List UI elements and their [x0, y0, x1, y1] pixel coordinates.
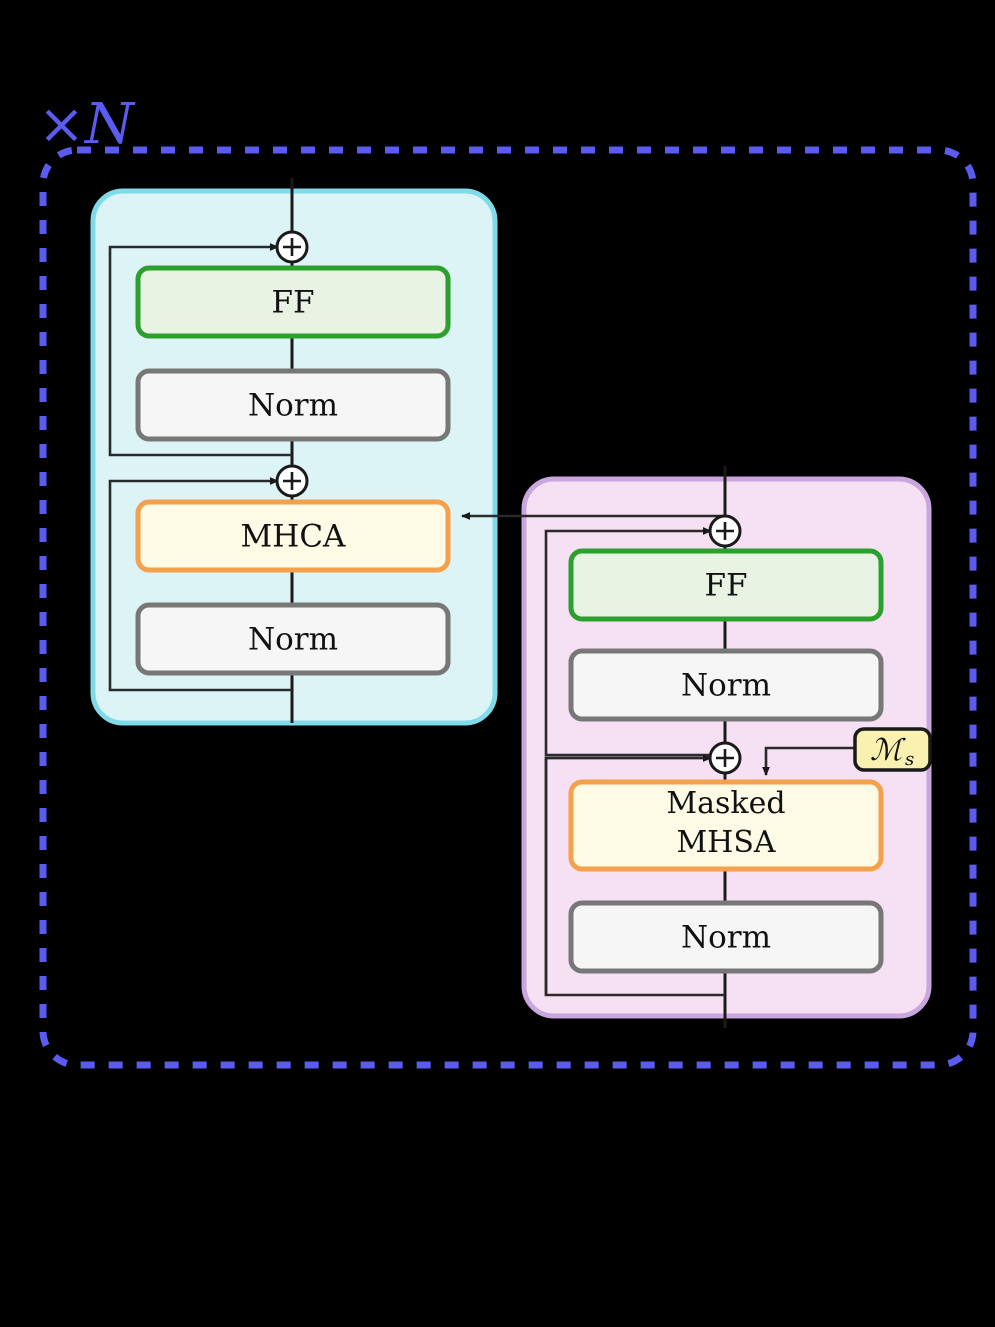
repeat-boundary — [39, 146, 977, 1069]
encoder-mhca-block[interactable] — [135, 499, 451, 573]
encoder-ff-label: FF — [271, 285, 314, 321]
encoder-norm2-block[interactable] — [135, 602, 451, 676]
repeat-count-label: ×N — [38, 92, 136, 157]
encoder-adder-top — [275, 230, 309, 264]
encoder-norm1-label: Norm — [248, 388, 338, 424]
decoder-residual-1 — [544, 527, 725, 757]
mask-badge-symbol: ℳ — [870, 733, 906, 768]
decoder-norm2-label: Norm — [681, 920, 771, 956]
mask-badge-box[interactable] — [853, 727, 932, 772]
mask-wire — [762, 746, 855, 776]
decoder-masked-mhsa-block[interactable] — [568, 779, 884, 872]
encoder-residual-1 — [108, 243, 292, 457]
decoder-residual-2b — [544, 754, 712, 995]
encoder-norm1-block[interactable] — [135, 368, 451, 442]
encoder-norm2-label: Norm — [248, 622, 338, 658]
encoder-residual-2 — [108, 477, 292, 692]
decoder-adder-bottom — [708, 741, 742, 775]
decoder-masked-mhsa-label-line2: MHSA — [676, 825, 775, 860]
decoder-ff-label: FF — [704, 568, 747, 604]
decoder-norm1-label: Norm — [681, 668, 771, 704]
decoder-norm1-block[interactable] — [568, 648, 884, 722]
encoder-mhca-label: MHCA — [241, 519, 346, 555]
encoder-adder-bottom — [275, 464, 309, 498]
mask-badge-subscript: s — [905, 749, 914, 770]
encoder-ff-block[interactable] — [135, 265, 451, 339]
decoder-adder-top — [708, 514, 742, 548]
decoder-masked-mhsa-label-line1: Masked — [666, 786, 785, 821]
decoder-norm2-block[interactable] — [568, 900, 884, 974]
decoder-ff-block[interactable] — [568, 548, 884, 622]
